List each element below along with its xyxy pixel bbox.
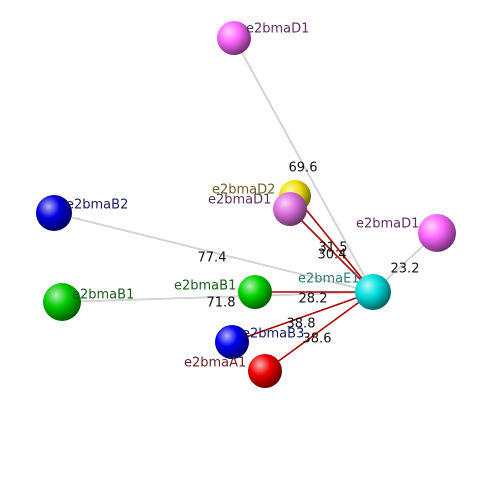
bond-red-a1 xyxy=(264,291,374,372)
sphere-d1-right xyxy=(418,214,456,252)
node-label-d1-right: e2bmaD1 xyxy=(356,217,419,232)
node-label-a1: e2bmaA1 xyxy=(184,356,246,371)
node-label-d1-top: e2bmaD1 xyxy=(246,22,309,37)
node-label-b1-mid: e2bmaB1 xyxy=(174,279,236,294)
bond-gray-highlight-d1-top xyxy=(233,37,374,293)
sphere-d1-top xyxy=(217,21,251,55)
bond-gray-highlight-b2 xyxy=(53,212,374,293)
distance-label-a1: 38.6 xyxy=(303,332,332,347)
distance-label-b1-mid: 28.2 xyxy=(299,292,328,307)
sphere-b1-left xyxy=(43,283,81,321)
distance-label-d1-right: 23.2 xyxy=(391,262,420,277)
node-label-b3: e2bmaB3 xyxy=(242,327,304,342)
distance-label-d2: 31.5 xyxy=(319,241,348,256)
sphere-center xyxy=(355,274,391,310)
node-label-b1-left: e2bmaB1 xyxy=(72,288,134,303)
distance-label-b1-left: 71.8 xyxy=(207,296,236,311)
sphere-b2 xyxy=(36,195,72,231)
node-label-center: e2bmaE1 xyxy=(298,272,360,287)
sphere-a1 xyxy=(248,354,282,388)
bond-gray-highlight-b1-left xyxy=(61,291,374,303)
node-label-b2: e2bmaB2 xyxy=(66,198,128,213)
bond-layer xyxy=(53,37,438,372)
sphere-d1-mid xyxy=(273,192,307,226)
bond-red-d2 xyxy=(294,195,374,293)
sphere-b1-mid xyxy=(238,275,272,309)
distance-label-d1-top: 69.6 xyxy=(289,161,318,176)
sphere-b3 xyxy=(215,325,249,359)
node-label-d2: e2bmaD2 xyxy=(212,183,275,198)
node-label-d1-mid: e2bmaD1 xyxy=(208,193,271,208)
distance-label-b2: 77.4 xyxy=(198,251,227,266)
node-label-layer: e2bmaD1e2bmaB2e2bmaD2e2bmaD1e2bmaD1e2bma… xyxy=(66,22,419,371)
distance-label-b3: 38.8 xyxy=(287,317,316,332)
bond-red-b3 xyxy=(231,291,374,343)
node-layer xyxy=(36,21,456,388)
distance-label-layer: 69.6 77.4 31.530.4 23.2 71.8 28.2 38.838.6 xyxy=(198,161,420,347)
distance-label-d1-mid: 30.4 xyxy=(318,248,347,263)
bond-red-d1-mid xyxy=(289,208,374,293)
